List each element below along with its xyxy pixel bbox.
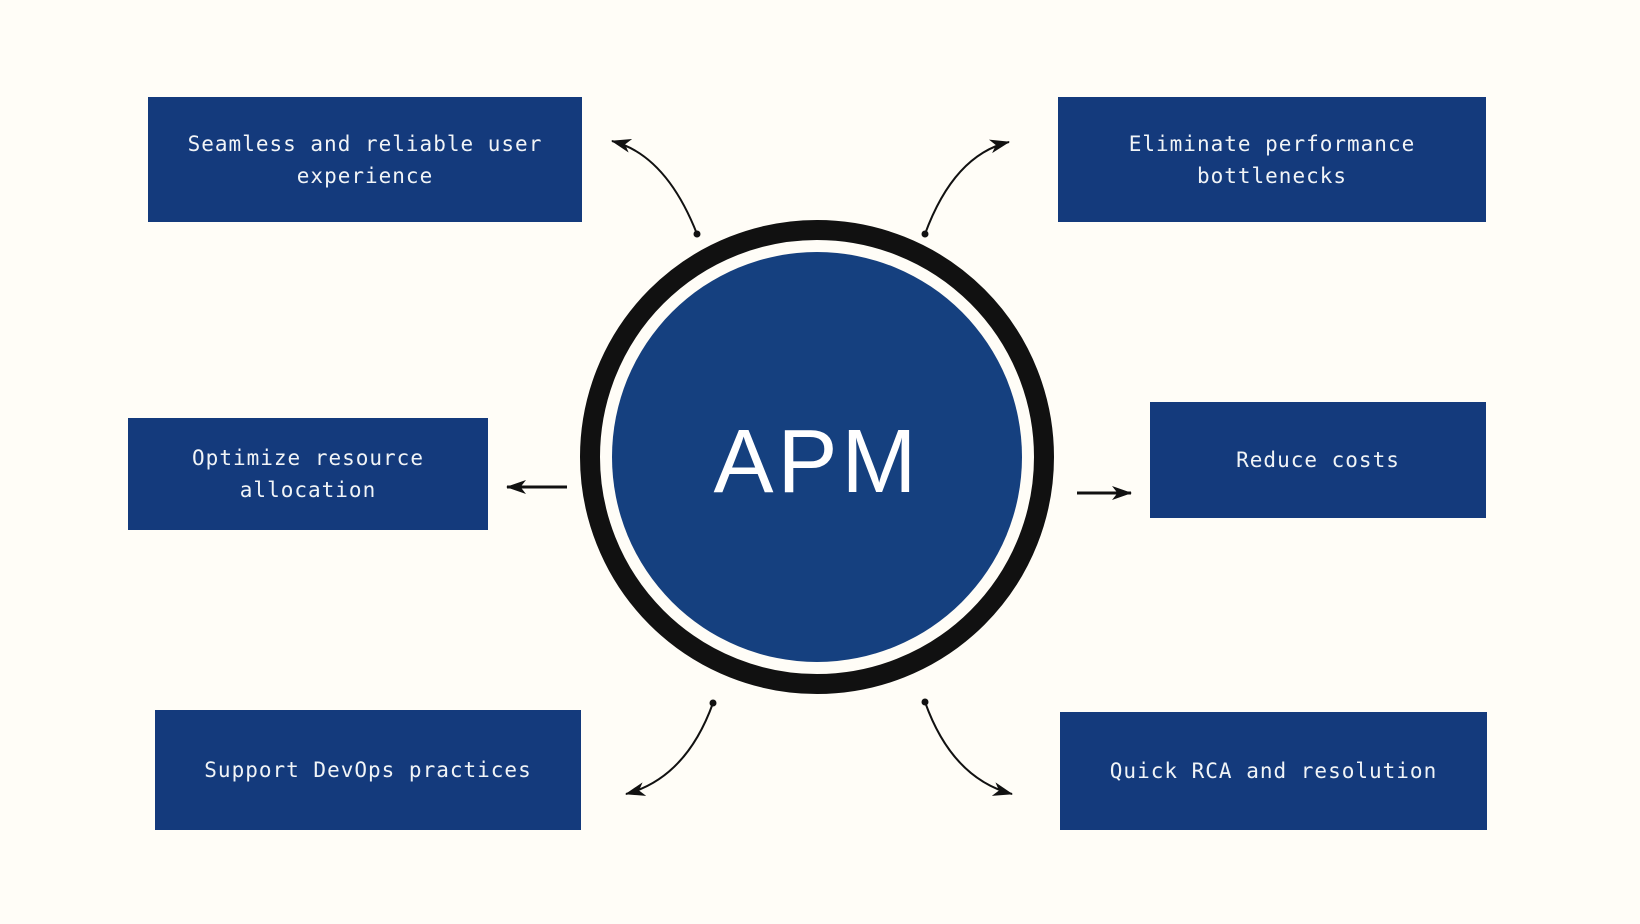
center-label: APM [713, 411, 921, 512]
arrow-to-bottom-left [625, 702, 714, 796]
benefit-label: Support DevOps practices [204, 758, 532, 782]
benefit-label: Seamless and reliable user experience [187, 131, 543, 188]
arrow-to-top-right [924, 139, 1010, 235]
benefit-box-user-experience: Seamless and reliable user experience [148, 97, 582, 222]
benefit-box-reduce-costs: Reduce costs [1150, 402, 1486, 518]
benefit-box-rca-resolution: Quick RCA and resolution [1060, 712, 1487, 830]
benefit-box-performance-bottlenecks: Eliminate performance bottlenecks [1058, 97, 1486, 222]
benefit-label: Eliminate performance bottlenecks [1128, 131, 1416, 188]
connector-start-dot [921, 230, 929, 238]
arrow-to-bottom-right [924, 701, 1013, 796]
connector-start-dot [693, 230, 701, 238]
benefit-box-resource-allocation: Optimize resource allocation [128, 418, 488, 530]
connector-start-dot [709, 699, 717, 707]
connector-start-dot [921, 698, 929, 706]
benefit-label: Quick RCA and resolution [1109, 759, 1438, 783]
center-circle: APM [612, 252, 1022, 662]
benefit-box-devops-practices: Support DevOps practices [155, 710, 581, 830]
benefit-label: Reduce costs [1236, 448, 1400, 472]
benefit-label: Optimize resource allocation [192, 446, 424, 502]
arrow-to-top-left [611, 139, 698, 235]
